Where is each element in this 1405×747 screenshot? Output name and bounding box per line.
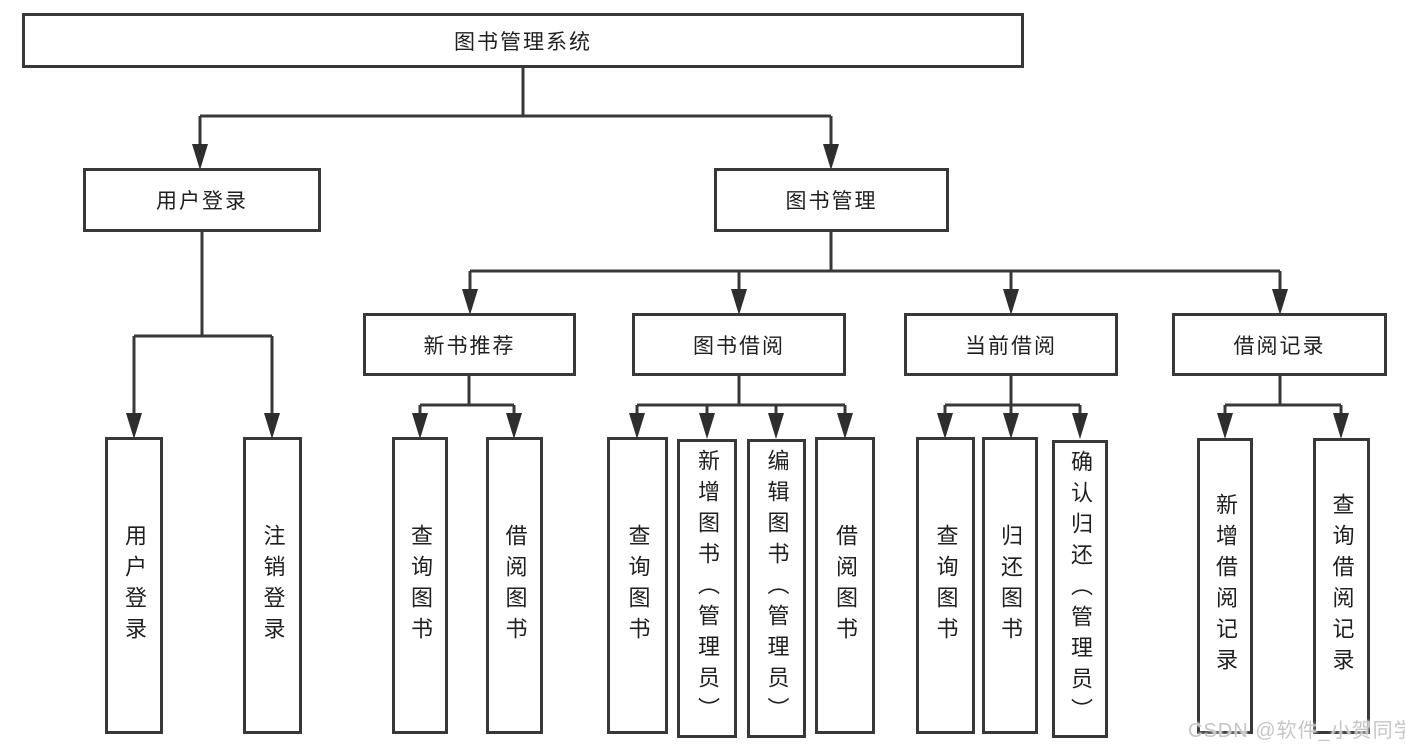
node-leaf-user-login: 用户登录 xyxy=(105,437,163,734)
node-label: 查询图书 xyxy=(933,523,959,648)
node-label: 确认归还（管理员） xyxy=(1068,449,1093,729)
node-label: 当前借阅 xyxy=(965,334,1057,358)
node-leaf-add-borrow-record: 新增借阅记录 xyxy=(1197,438,1253,734)
node-leaf-add-books-admin: 新增图书（管理员） xyxy=(677,439,737,738)
node-label: 新书推荐 xyxy=(423,334,516,358)
node-label: 借阅图书 xyxy=(833,523,858,648)
node-leaf-current-query-books: 查询图书 xyxy=(916,437,975,734)
node-leaf-logout: 注销登录 xyxy=(243,437,302,734)
node-label: 新增借阅记录 xyxy=(1213,493,1238,679)
node-label: 借阅图书 xyxy=(502,523,528,648)
node-book-borrow: 图书借阅 xyxy=(632,313,846,376)
node-label: 图书管理系统 xyxy=(454,30,592,54)
node-leaf-query-borrow-record: 查询借阅记录 xyxy=(1313,438,1370,734)
node-label: 注销登录 xyxy=(260,523,286,648)
node-borrow-record: 借阅记录 xyxy=(1172,313,1387,376)
node-leaf-confirm-return-admin: 确认归还（管理员） xyxy=(1052,440,1108,738)
node-leaf-recommend-query-books: 查询图书 xyxy=(392,437,448,734)
node-label: 编辑图书（管理员） xyxy=(764,449,790,728)
node-root: 图书管理系统 xyxy=(22,13,1024,68)
node-leaf-borrow-books: 借阅图书 xyxy=(815,437,875,734)
node-leaf-recommend-borrow-books: 借阅图书 xyxy=(486,437,543,734)
node-label: 图书管理 xyxy=(785,190,878,213)
node-label: 查询图书 xyxy=(625,523,651,648)
node-current-borrow: 当前借阅 xyxy=(904,313,1118,376)
node-book-management: 图书管理 xyxy=(714,168,949,232)
node-label: 图书借阅 xyxy=(693,334,785,358)
node-user-login-branch: 用户登录 xyxy=(83,168,321,232)
node-label: 归还图书 xyxy=(998,523,1023,648)
node-leaf-borrow-query-books: 查询图书 xyxy=(607,437,668,734)
node-label: 用户登录 xyxy=(156,190,248,213)
node-leaf-return-books: 归还图书 xyxy=(982,437,1038,734)
node-label: 借阅记录 xyxy=(1233,334,1326,358)
node-label: 新增图书（管理员） xyxy=(695,449,720,728)
node-label: 查询借阅记录 xyxy=(1329,493,1355,679)
node-new-book-recommend: 新书推荐 xyxy=(363,313,576,376)
node-label: 查询图书 xyxy=(408,523,433,648)
node-leaf-edit-books-admin: 编辑图书（管理员） xyxy=(747,439,806,738)
node-label: 用户登录 xyxy=(122,523,147,648)
